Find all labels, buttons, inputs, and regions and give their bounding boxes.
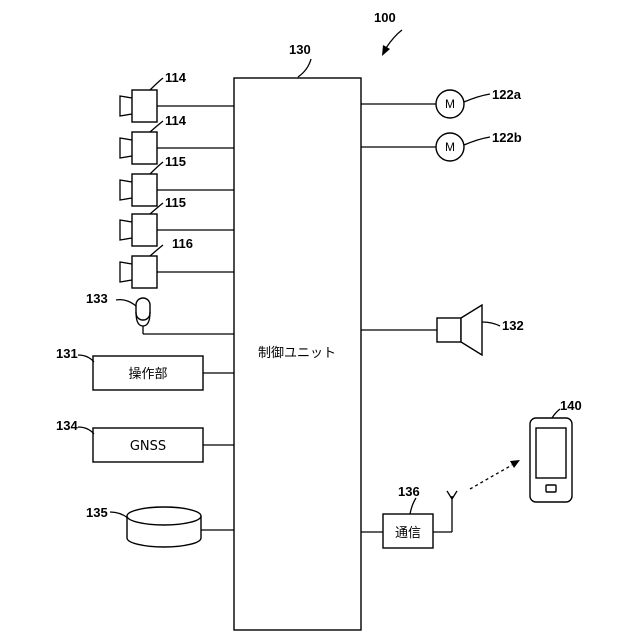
speaker — [361, 305, 500, 355]
communication-ref: 136 — [398, 484, 420, 499]
motor-b-ref: 122b — [492, 130, 522, 145]
system-ref-arrow — [382, 30, 402, 56]
camera-5-ref: 116 — [172, 236, 193, 251]
operation-unit-ref: 131 — [56, 346, 78, 361]
gnss-ref: 134 — [56, 418, 78, 433]
storage-disk — [110, 507, 234, 547]
motor-a-symbol: M — [445, 97, 455, 111]
system-ref: 100 — [374, 10, 396, 25]
speaker-ref: 132 — [502, 318, 524, 333]
camera-3-ref: 115 — [165, 154, 186, 169]
terminal-phone — [530, 409, 572, 502]
motor-b — [361, 133, 490, 161]
wireless-link-arrow — [470, 460, 520, 489]
camera-1-ref: 114 — [165, 70, 187, 85]
control-unit-leader — [298, 59, 311, 77]
microphone-ref: 133 — [86, 291, 108, 306]
communication-label: 通信 — [395, 526, 421, 541]
motor-a-ref: 122a — [492, 87, 522, 102]
motor-a — [361, 90, 490, 118]
camera-5 — [120, 245, 234, 288]
terminal-ref: 140 — [560, 398, 582, 413]
camera-2-ref: 114 — [165, 113, 187, 128]
operation-unit-label: 操作部 — [128, 366, 167, 382]
camera-4-ref: 115 — [165, 195, 186, 210]
storage-ref: 135 — [86, 505, 108, 520]
control-unit-label: 制御ユニット — [258, 346, 336, 361]
operation-unit-leader — [78, 355, 94, 362]
microphone — [116, 298, 234, 334]
gnss-leader — [78, 427, 94, 434]
gnss-label: GNSS — [130, 439, 166, 454]
control-unit-ref: 130 — [289, 42, 311, 57]
motor-b-symbol: M — [445, 140, 455, 154]
